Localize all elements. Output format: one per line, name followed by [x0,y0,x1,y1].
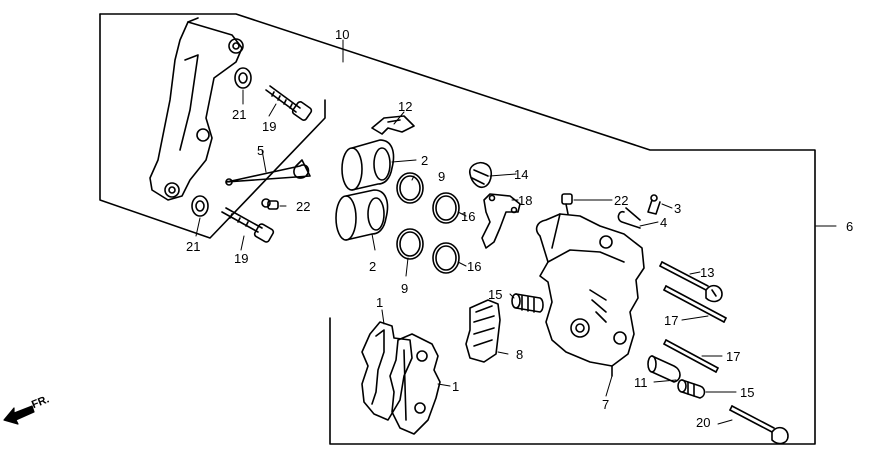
callout-17-lower: 17 [726,349,741,364]
bleeder-22-right [561,193,573,215]
seal-16-bottom [432,242,460,274]
callout-11: 11 [634,375,648,390]
front-direction-arrow [3,405,35,425]
callout-2-bottom: 2 [369,259,377,274]
slide-pin-17-upper [663,285,727,323]
pad-retainer-12 [371,115,415,135]
leader-lines [195,39,837,425]
callout-21-top: 21 [232,107,247,122]
callout-6: 6 [846,219,854,234]
callout-9-bottom: 9 [401,281,409,296]
spring-clip-5 [225,159,311,183]
washer-21-top [234,67,252,89]
washer-21-bottom [191,195,209,217]
callout-16-bottom: 16 [467,259,482,274]
pin-3 [647,194,661,215]
bolt-20 [729,405,789,445]
callout-10: 10 [335,27,350,42]
boot-15-left [511,293,544,313]
callout-9-top: 9 [438,169,446,184]
clip-4 [617,207,641,229]
caliper-body-7 [535,213,645,377]
callout-1-top: 1 [376,295,384,310]
brake-pad-1-rear [361,321,413,421]
callout-19-top: 19 [262,119,277,134]
caliper-bracket [149,21,243,201]
callout-21-bottom: 21 [186,239,201,254]
callout-5: 5 [257,143,265,158]
brake-pad-1-front [389,333,441,435]
sleeve-11 [647,355,681,383]
slide-pin-13 [659,261,723,303]
callout-1-bottom: 1 [452,379,460,394]
callout-18: 18 [518,193,533,208]
boot-15-right [677,379,706,399]
bracket-hole-top [228,38,244,54]
callout-22-right: 22 [614,193,629,208]
callout-7: 7 [602,397,610,412]
seal-16-top [432,192,460,224]
callout-17-upper: 17 [664,313,679,328]
bracket-group-outline [99,13,326,239]
callout-14: 14 [514,167,529,182]
callout-4: 4 [660,215,668,230]
bleeder-22-left [261,198,279,210]
clip-18 [481,193,521,249]
bracket-hole-mid [196,128,210,142]
dust-cap-14 [468,161,493,189]
callout-22-left: 22 [296,199,311,214]
callout-15-left: 15 [488,287,503,302]
slide-pin-17-lower [663,339,719,373]
callout-12: 12 [398,99,413,114]
callout-19-bottom: 19 [234,251,249,266]
callout-20: 20 [696,415,711,430]
bolt-19-bottom [221,207,275,243]
piston-2-top [341,139,395,191]
callout-8: 8 [516,347,524,362]
piston-2-bottom [335,189,389,241]
callout-16-top: 16 [461,209,476,224]
callout-15-right: 15 [740,385,755,400]
callout-2-top: 2 [421,153,429,168]
bolt-19-top [265,85,313,121]
pad-shim-8 [465,299,501,363]
seal-9-top [396,172,424,204]
seal-9-bottom [396,228,424,260]
assembly-outline [99,13,816,445]
callout-3: 3 [674,201,682,216]
callout-13: 13 [700,265,715,280]
bracket-hole-bottom [164,182,180,198]
